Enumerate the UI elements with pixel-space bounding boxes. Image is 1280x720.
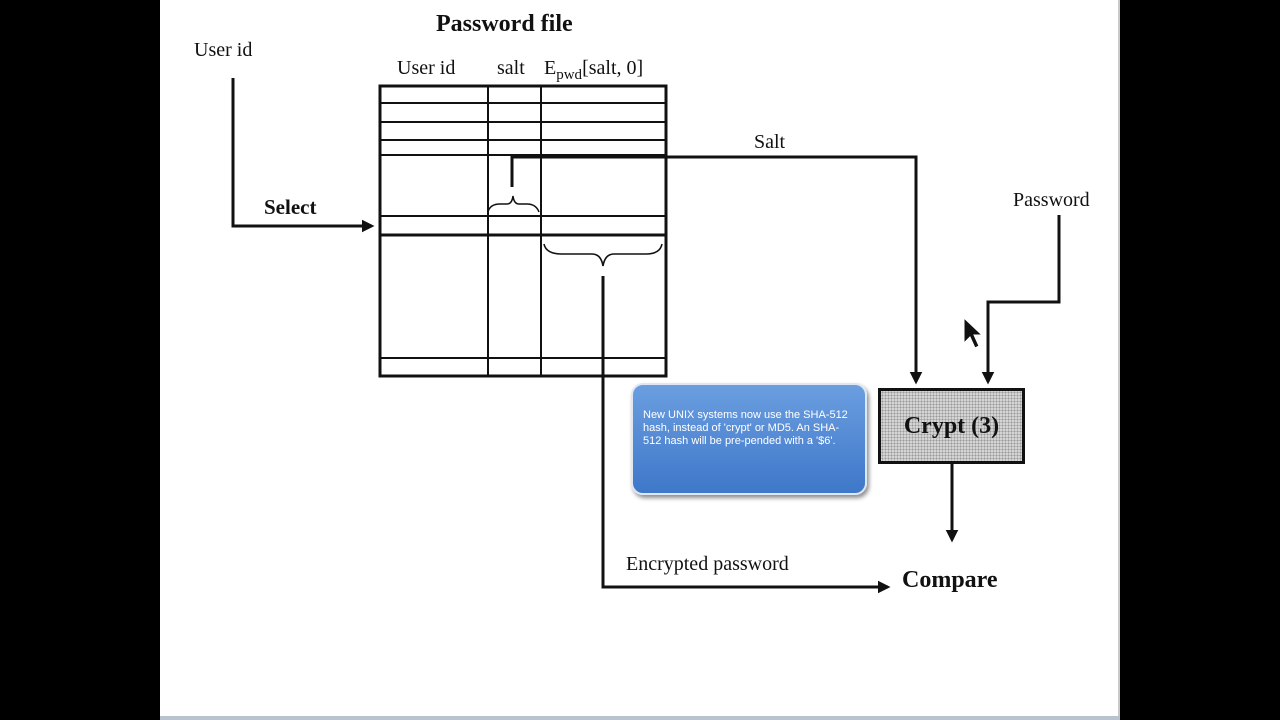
- column-header-user-id: User id: [397, 57, 456, 79]
- salt-arrow: [510, 155, 923, 385]
- encrypted-password-label: Encrypted password: [626, 553, 789, 575]
- epwd-args: [salt, 0]: [582, 57, 644, 79]
- password-arrow: [981, 215, 1061, 385]
- crypt-box: Crypt (3): [878, 388, 1025, 464]
- encrypted-password-arrow: [601, 276, 891, 594]
- salt-label: Salt: [754, 131, 786, 153]
- window-bottom-strip: [160, 716, 1120, 720]
- epwd-main: E: [544, 57, 557, 79]
- diagram-title: Password file: [436, 11, 573, 37]
- column-header-salt: salt: [497, 57, 525, 79]
- select-label: Select: [264, 195, 317, 219]
- user-id-input-label: User id: [194, 39, 253, 61]
- epwd-subscript: pwd: [556, 67, 583, 83]
- cursor-icon: [963, 316, 984, 349]
- salt-brace: [487, 195, 540, 213]
- select-arrow: [231, 78, 375, 233]
- crypt-label: Crypt (3): [903, 412, 1000, 439]
- callout-text: New UNIX systems now use the SHA-512 has…: [643, 409, 848, 447]
- column-header-epwd: Epwd[salt, 0]: [544, 58, 643, 83]
- password-file-table: [378, 84, 668, 378]
- sha512-callout: New UNIX systems now use the SHA-512 has…: [631, 383, 867, 495]
- compare-label: Compare: [902, 567, 998, 593]
- epwd-brace: [543, 243, 663, 267]
- password-label: Password: [1013, 189, 1090, 211]
